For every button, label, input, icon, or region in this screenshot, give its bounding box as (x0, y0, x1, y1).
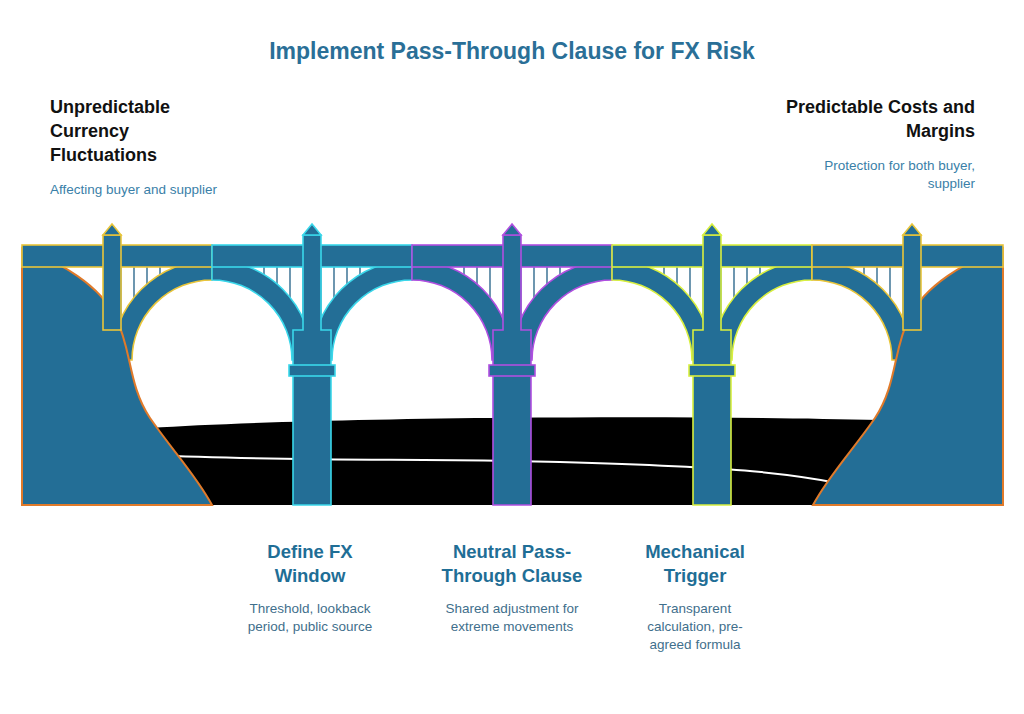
label-heading: Predictable Costs and Margins (785, 95, 975, 143)
bridge-hanger (746, 266, 747, 284)
label-description: Protection for both buyer, supplier (780, 157, 975, 193)
tower-shaft (903, 235, 921, 330)
bridge-hanger (146, 266, 147, 284)
label-description: Transparent calculation, pre-agreed form… (630, 600, 760, 654)
label-description: Affecting buyer and supplier (50, 181, 310, 199)
pier-cyan (289, 224, 335, 505)
label-heading: Mechanical Trigger (625, 540, 765, 588)
pier-top (703, 224, 721, 235)
side-label: Unpredictable Currency FluctuationsAffec… (50, 95, 310, 199)
bridge-hanger (676, 266, 677, 284)
pier-top (303, 224, 321, 235)
pier-top (503, 224, 521, 235)
bridge-hanger (689, 266, 690, 297)
bridge-hanger (346, 266, 347, 284)
bridge-hanger (546, 266, 547, 284)
pier-capital (689, 365, 735, 376)
tower-shaft (103, 235, 121, 330)
pier-capital (489, 365, 535, 376)
bridge-hanger (533, 266, 534, 297)
pillar-label: Mechanical TriggerTransparent calculatio… (615, 540, 775, 654)
bridge-hanger (489, 266, 490, 297)
bridge-hanger (133, 266, 134, 297)
pier-lime (689, 224, 735, 505)
side-label: Predictable Costs and MarginsProtection … (715, 95, 975, 193)
bridge-hanger (876, 266, 877, 284)
diagram-title: Implement Pass-Through Clause for FX Ris… (0, 38, 1024, 65)
label-heading: Unpredictable Currency Fluctuations (50, 95, 218, 167)
pier-capital (289, 365, 335, 376)
arch-half (812, 260, 912, 360)
label-heading: Define FX Window (245, 540, 375, 588)
tower-top (903, 224, 921, 235)
label-heading: Neutral Pass-Through Clause (441, 540, 583, 588)
label-description: Shared adjustment for extreme movements (437, 600, 587, 636)
pillar-label: Neutral Pass-Through ClauseShared adjust… (432, 540, 592, 636)
bridge-hanger (889, 266, 890, 297)
pillar-label: Define FX WindowThreshold, lookback peri… (230, 540, 390, 636)
pier-purple (489, 224, 535, 505)
bridge-hanger (289, 266, 290, 297)
arch-half (112, 260, 212, 360)
bridge-hanger (733, 266, 734, 297)
tower-top (103, 224, 121, 235)
bridge-hanger (476, 266, 477, 284)
bridge-hanger (333, 266, 334, 297)
label-description: Threshold, lookback period, public sourc… (240, 600, 380, 636)
bridge-hanger (276, 266, 277, 284)
